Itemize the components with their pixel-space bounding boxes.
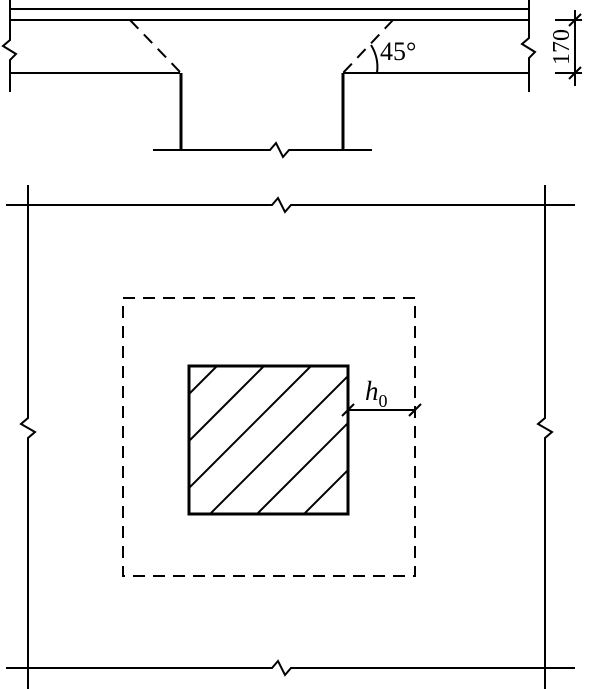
plan-view: h0 [6, 185, 575, 689]
angle-label: 45° [380, 37, 416, 66]
column-bottom-break-line [153, 141, 372, 159]
h0-label: h0 [365, 376, 388, 411]
dim-tick-top [568, 13, 582, 27]
h0-tick-left [341, 403, 355, 417]
plan-bottom-break-line [6, 659, 575, 677]
plan-top-break-line [6, 196, 575, 214]
h0-subscript: 0 [379, 391, 388, 411]
plan-right-break-line [536, 185, 554, 689]
plan-left-break-line [19, 185, 37, 689]
section-view: 45° 170 [1, 0, 582, 159]
dimension-label: 170 [549, 29, 575, 65]
punching-cone-left [129, 19, 182, 74]
h0-symbol: h [365, 376, 379, 406]
column-hatching [189, 366, 348, 514]
punching-cone-right [342, 19, 394, 74]
angle-arc [370, 44, 379, 74]
column-section [187, 364, 350, 516]
dim-tick-bottom [568, 66, 582, 80]
slab-left-break-line [1, 0, 18, 92]
h0-tick-right [408, 403, 422, 417]
slab-right-break-line [520, 0, 537, 92]
critical-perimeter [122, 297, 416, 577]
